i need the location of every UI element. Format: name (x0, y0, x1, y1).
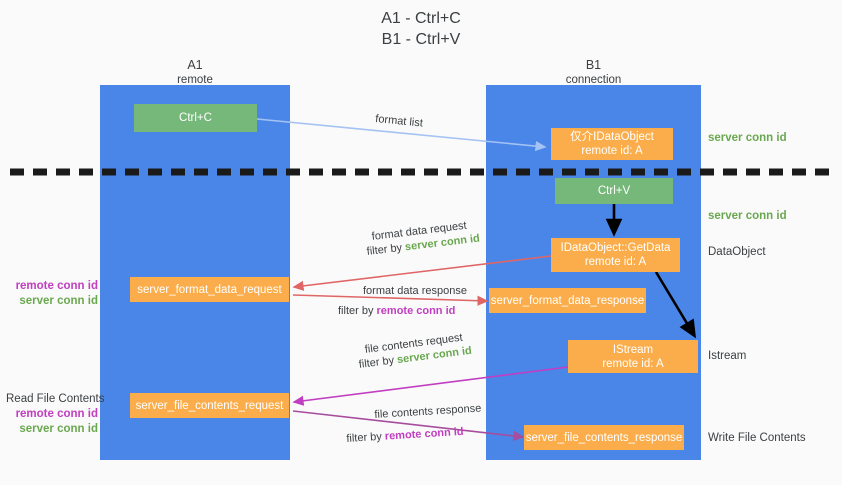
node-idataobject-getdata-line1: IDataObject::GetData (560, 242, 671, 254)
node-ctrl-v[interactable]: Ctrl+V (555, 178, 673, 204)
lane-title-a1: A1 (187, 58, 203, 72)
annotation-istream: Istream (708, 349, 746, 364)
node-idataobject-create-line2: remote id: A (581, 145, 643, 157)
annotation-text: DataObject (708, 246, 766, 258)
page-title: A1 - Ctrl+C B1 - Ctrl+V (381, 10, 461, 48)
annotation-server-conn-id: server conn id (19, 295, 98, 307)
token-remote-conn-id: remote conn id (376, 305, 456, 317)
annotation-remote-conn-id: remote conn id (15, 408, 98, 420)
edge-label-format-data-response-filter: filter by remote conn id (338, 304, 455, 319)
node-istream-line1: IStream (612, 343, 654, 356)
annotation-dataobject: DataObject (708, 245, 766, 260)
node-istream[interactable]: IStream remote id: A (568, 340, 698, 373)
lane-header-a1: A1 remote (100, 58, 290, 88)
annotation-text: server conn id (708, 210, 787, 222)
node-server-file-contents-request[interactable]: server_file_contents_request (130, 393, 289, 418)
filter-prefix: filter by (338, 305, 377, 317)
annotation-server-conn-id-top: server conn id (708, 131, 787, 146)
node-server-format-data-request-label: server_format_data_request (137, 283, 282, 296)
arrow-file-contents-response (292, 410, 525, 442)
arrow-getdata-to-istream (654, 271, 697, 339)
annotation-write-file-contents: Write File Contents (708, 431, 806, 446)
edge-label-format-data-response: format data response (363, 285, 467, 297)
annotation-read-file-contents: Read File Contents remote conn id server… (6, 392, 105, 437)
node-ctrl-c-label: Ctrl+C (179, 112, 212, 124)
token-remote-conn-id: remote conn id (384, 425, 464, 443)
annotation-conn-ids-format: remote conn id server conn id (10, 279, 98, 309)
node-server-file-contents-response[interactable]: server_file_contents_response (524, 425, 684, 450)
node-server-format-data-response-label: server_format_data_response (490, 294, 645, 307)
node-server-format-data-response[interactable]: server_format_data_response (489, 288, 646, 313)
node-idataobject-getdata[interactable]: IDataObject::GetData remote id: A (551, 238, 680, 272)
node-idataobject-create[interactable]: 仅介IDataObject remote id: A (551, 128, 673, 160)
node-server-file-contents-response-label: server_file_contents_response (525, 431, 683, 444)
arrow-file-contents-request (292, 366, 569, 406)
node-idataobject-getdata-line2: remote id: A (584, 256, 647, 268)
filter-prefix: filter by (366, 241, 406, 258)
lane-subtitle-b1: connection (565, 74, 622, 86)
arrow-format-data-response (292, 294, 489, 306)
node-idataobject-create-line1: 仅介IDataObject (570, 131, 654, 143)
filter-prefix: filter by (358, 354, 398, 371)
lane-header-b1: B1 connection (486, 58, 701, 88)
node-istream-line2: remote id: A (602, 357, 664, 370)
annotation-text: server conn id (708, 132, 787, 144)
arrow-format-list (256, 118, 547, 152)
node-server-file-contents-request-label: server_file_contents_request (135, 399, 284, 412)
node-ctrl-v-label: Ctrl+V (597, 185, 631, 197)
lane-title-b1: B1 (585, 58, 602, 72)
arrow-format-data-request (292, 255, 552, 291)
node-server-format-data-request[interactable]: server_format_data_request (130, 277, 289, 302)
annotation-text: Istream (708, 350, 747, 362)
node-ctrl-c[interactable]: Ctrl+C (134, 104, 257, 132)
annotation-heading: Read File Contents (6, 393, 105, 405)
filter-prefix: filter by (346, 430, 386, 445)
annotation-text: Write File Contents (708, 432, 806, 444)
annotation-server-conn-id: server conn id (19, 423, 98, 435)
annotation-server-conn-id-mid: server conn id (708, 209, 787, 224)
lane-subtitle-a1: remote (177, 74, 213, 86)
annotation-remote-conn-id: remote conn id (15, 280, 98, 292)
